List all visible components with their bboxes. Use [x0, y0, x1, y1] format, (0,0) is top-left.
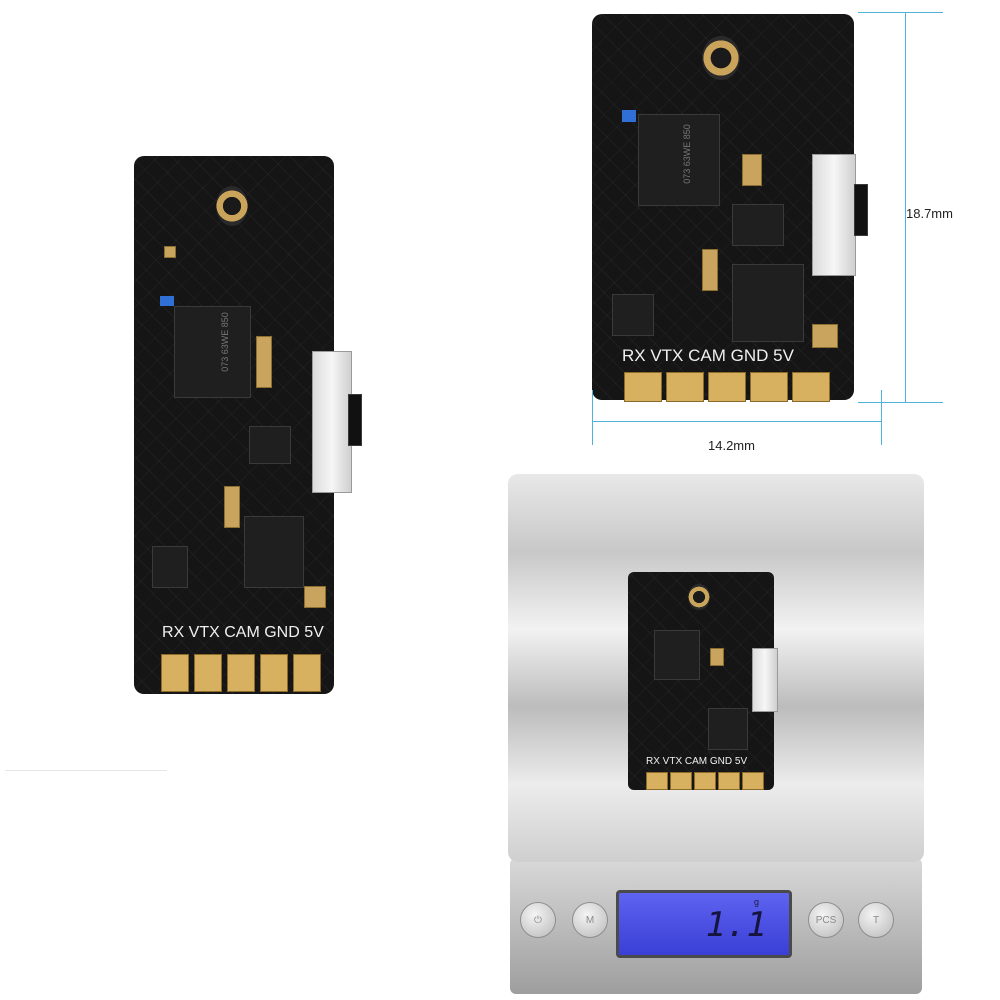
switch-knob	[348, 394, 362, 446]
chip-marking: 073 63WE 850	[681, 124, 692, 184]
ufl-antenna-connector-icon	[702, 36, 740, 80]
width-dimension-tick-left	[592, 390, 593, 445]
pad-cam	[694, 772, 716, 790]
pad-rx	[624, 372, 662, 402]
height-dimension-tick-bottom	[858, 402, 943, 403]
power-icon: ⏻	[534, 914, 542, 926]
smd-led	[622, 110, 636, 122]
chip-marking: 073 63WE 850	[219, 312, 230, 372]
ufl-antenna-connector-icon	[688, 584, 710, 610]
pad-vtx	[670, 772, 692, 790]
mode-button-label: M	[585, 914, 595, 926]
tare-button[interactable]: T	[858, 902, 894, 938]
main-ic-chip: 073 63WE 850	[174, 306, 251, 398]
scale-lcd-display: g 1.1	[616, 890, 792, 958]
capacitor	[742, 154, 762, 186]
width-dimension-line	[592, 421, 882, 422]
main-ic-chip	[654, 630, 700, 680]
height-dimension-label: 18.7mm	[906, 206, 953, 221]
pad-rx	[646, 772, 668, 790]
capacitor	[812, 324, 838, 348]
capacitor	[256, 336, 272, 388]
scale-pcb-board: RX VTX CAM GND 5V	[628, 572, 778, 790]
pad-vtx	[194, 654, 222, 692]
capacitor	[702, 249, 718, 291]
pad-gnd	[718, 772, 740, 790]
pad-5v	[742, 772, 764, 790]
width-dimension-tick-right	[881, 390, 882, 445]
pad-gnd	[260, 654, 288, 692]
main-ic-chip: 073 63WE 850	[638, 114, 720, 206]
capacitor	[710, 648, 724, 666]
width-dimension-label: 14.2mm	[708, 438, 755, 453]
power-button[interactable]: ⏻	[520, 902, 556, 938]
power-chip	[708, 708, 748, 750]
pin-labels: RX VTX CAM GND 5V	[646, 756, 748, 767]
tare-button-label: T	[872, 914, 880, 926]
height-dimension-tick-top	[858, 12, 943, 13]
pad-cam	[708, 372, 746, 402]
slide-switch	[812, 154, 856, 276]
pad-rx	[161, 654, 189, 692]
regulator-chip	[732, 204, 784, 246]
slide-switch	[752, 648, 778, 712]
pin-labels: RX VTX CAM GND 5V	[622, 346, 794, 365]
ufl-antenna-connector-icon	[216, 186, 248, 226]
power-chip	[244, 516, 304, 588]
pad-5v	[792, 372, 830, 402]
slide-switch	[312, 351, 352, 493]
pad-5v	[293, 654, 321, 692]
height-dimension-line	[905, 12, 906, 402]
smd-led	[160, 296, 174, 306]
capacitor	[224, 486, 240, 528]
pcs-button-label: PCS	[815, 914, 837, 926]
lcd-unit: g	[753, 897, 759, 907]
capacitor	[164, 246, 176, 258]
pin-labels: RX VTX CAM GND 5V	[162, 624, 324, 641]
pcs-button[interactable]: PCS	[808, 902, 844, 938]
small-chip	[612, 294, 654, 336]
top-right-pcb-board: 073 63WE 850 RX VTX CAM GND 5V	[592, 14, 868, 402]
pad-vtx	[666, 372, 704, 402]
pad-cam	[227, 654, 255, 692]
lcd-weight-value: 1.1	[705, 905, 767, 945]
left-divider-line	[5, 770, 167, 771]
regulator-chip	[249, 426, 291, 464]
left-pcb-board: 073 63WE 850 RX VTX CAM GND 5V	[134, 156, 362, 694]
mode-button[interactable]: M	[572, 902, 608, 938]
small-chip	[152, 546, 188, 588]
switch-knob	[854, 184, 868, 236]
capacitor	[304, 586, 326, 608]
pad-gnd	[750, 372, 788, 402]
power-chip	[732, 264, 804, 342]
